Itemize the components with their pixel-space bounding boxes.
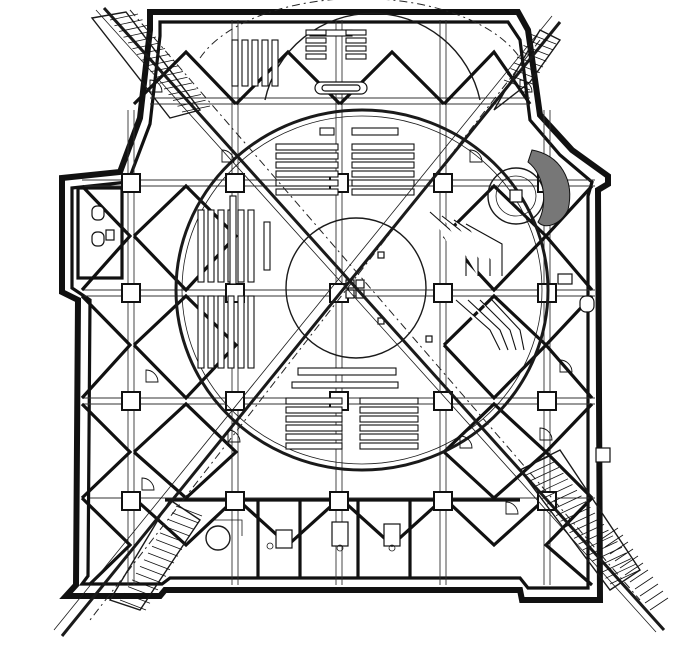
- pew-left-lower: [217, 295, 225, 369]
- pew-top-left: [275, 152, 339, 160]
- choir-stall-mid: [305, 53, 327, 60]
- pew-right-chevron: [455, 299, 501, 351]
- column-icon: [329, 491, 349, 511]
- pew-right-chevron: [479, 299, 517, 351]
- column-icon: [121, 391, 141, 411]
- pew-top-left: [275, 143, 339, 151]
- column-icon: [121, 491, 141, 511]
- door-swings: [141, 79, 573, 515]
- pew-bottom-right: [359, 415, 419, 423]
- pew-right-chevron: [467, 299, 509, 351]
- pew-top-right: [351, 161, 415, 169]
- baptistery: [487, 149, 571, 227]
- nave-ellipse: [174, 108, 550, 472]
- choir-stall-mid: [305, 37, 327, 44]
- pew-left-lower: [207, 295, 215, 369]
- pew-top-left: [275, 161, 339, 169]
- column-icon: [433, 391, 453, 411]
- pew-right-chevron: [491, 299, 525, 351]
- pew-bottom-first: [291, 381, 399, 389]
- pew-bottom-right: [359, 406, 419, 414]
- pew-left-upper: [217, 209, 225, 283]
- choir-stall-mid: [345, 37, 367, 44]
- pew-left-upper: [263, 221, 271, 271]
- column-icon: [121, 283, 141, 303]
- pew-bottom-left: [285, 397, 343, 405]
- choir-stall-left: [231, 39, 239, 87]
- pew-bottom-right: [359, 433, 419, 441]
- pew-left-lower: [197, 295, 205, 369]
- pew-top-right: [351, 127, 399, 136]
- pew-top-right: [351, 143, 415, 151]
- pew-left-lower: [237, 295, 245, 369]
- pew-top-left: [319, 127, 335, 136]
- pew-right-chevron: [465, 223, 503, 276]
- choir-stall-mid: [345, 53, 367, 60]
- column-icon: [433, 173, 453, 193]
- perimeter-inner-line: [70, 20, 594, 590]
- choir-semicircle: [199, 0, 521, 101]
- pew-left-upper: [247, 209, 255, 283]
- perimeter-wall: [59, 9, 611, 603]
- pew-bottom-left: [285, 406, 343, 414]
- column-icon: [225, 391, 245, 411]
- left-side-room: [76, 186, 124, 280]
- pew-left-lower: [227, 295, 235, 369]
- pew-top-left: [275, 188, 339, 196]
- column-icon: [433, 283, 453, 303]
- pew-bottom-left: [285, 424, 343, 432]
- choir-stall-left: [271, 39, 279, 87]
- pew-bottom-right: [359, 442, 419, 450]
- pew-groups: [197, 29, 525, 450]
- column-icon: [433, 491, 453, 511]
- stair-icon: [109, 13, 669, 611]
- pew-left-upper: [229, 195, 237, 285]
- pew-top-left: [275, 170, 339, 178]
- pew-top-right: [351, 170, 415, 178]
- pew-left-upper: [237, 209, 245, 283]
- pew-bottom-left: [285, 442, 343, 450]
- pew-bottom-first: [297, 367, 397, 376]
- choir-stall-mid: [345, 45, 367, 52]
- toilet-icon: [91, 205, 611, 463]
- pew-top-left: [275, 179, 339, 187]
- choir-stall-mid: [345, 29, 367, 36]
- pew-left-upper: [197, 209, 205, 283]
- bottom-room-fixtures: [205, 519, 401, 552]
- column-icon: [225, 491, 245, 511]
- choir-stall-left: [261, 39, 269, 87]
- choir-stall-left: [251, 39, 259, 87]
- choir-stall-mid: [305, 45, 327, 52]
- pew-top-right: [351, 188, 415, 196]
- pew-bottom-right: [359, 424, 419, 432]
- column-icon: [121, 173, 557, 511]
- pew-bottom-left: [285, 433, 343, 441]
- choir-stall-mid: [305, 29, 327, 36]
- pew-bottom-right: [359, 397, 419, 405]
- column-icon: [121, 173, 141, 193]
- pew-top-right: [351, 179, 415, 187]
- pew-bottom-left: [285, 415, 343, 423]
- diagonal-axes: [53, 6, 666, 637]
- column-icon: [537, 391, 557, 411]
- pew-left-lower: [247, 295, 255, 369]
- pew-top-right: [351, 152, 415, 160]
- column-icon: [225, 173, 245, 193]
- pew-left-upper: [207, 209, 215, 283]
- choir-stall-left: [241, 39, 249, 87]
- altar-circle: [285, 217, 427, 359]
